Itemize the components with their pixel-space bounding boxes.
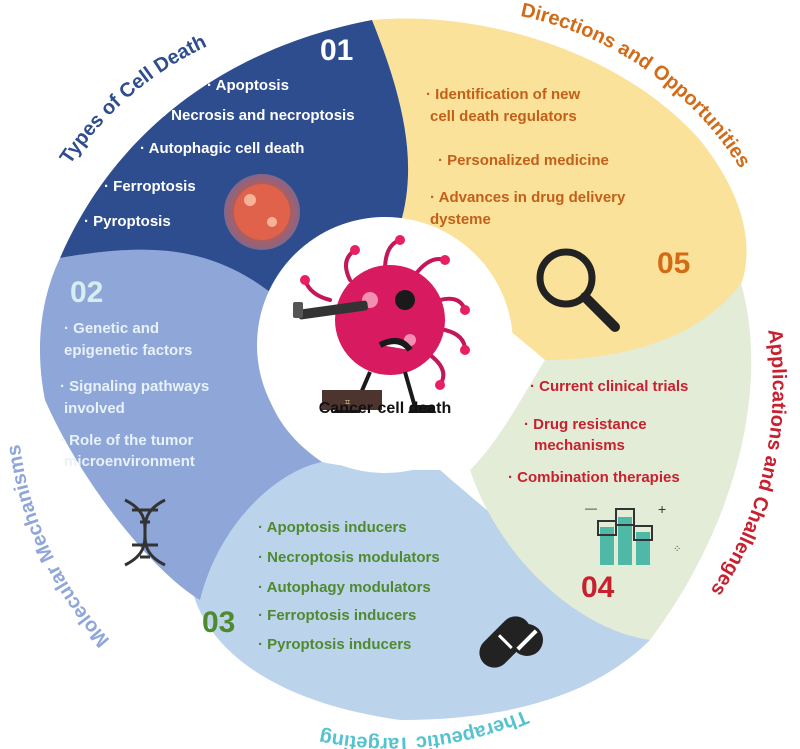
section-02-item: microenvironment [64,453,195,470]
section-01-item: · Apoptosis [207,77,289,94]
section-05-item: · Advances in drug delivery [430,189,626,206]
section-02-item: epigenetic factors [64,342,192,359]
section-01-item: · Ferroptosis [104,178,196,195]
section-03-item: · Necroptosis modulators [258,549,440,566]
hands-up-icon: — + ⁘ [585,501,681,565]
svg-text:⁘: ⁘ [673,544,681,555]
section-04-item: · Drug resistance [524,416,647,433]
section-01-item: · Autophagic cell death [140,140,304,157]
section-03-item: · Pyroptosis inducers [258,636,411,653]
section-01-item: · Necrosis and necroptosis [162,107,355,124]
section-02-item: · Genetic and [64,320,159,337]
section-02-item: · Role of the tumor [60,432,193,449]
section-05-item: dysteme [430,211,491,228]
segment-01-types-of-cell-death [60,20,409,300]
section-02-item: · Signaling pathways [60,378,209,395]
section-03-item: · Apoptosis inducers [258,519,407,536]
section-02-item: involved [64,400,125,417]
section-04-item: · Current clinical trials [530,378,688,395]
section-03-item: · Autophagy modulators [258,579,431,596]
section-03-number: 03 [202,606,235,639]
section-04-number: 04 [581,571,615,604]
svg-text:⌗: ⌗ [345,397,350,407]
segment-04-applications-challenges [470,280,752,640]
section-04-item: mechanisms [534,437,625,454]
section-03-item: · Ferroptosis inducers [258,607,416,624]
section-05-item: · Personalized medicine [438,152,609,169]
cancer-cell-cartoon-icon: ⌗ [293,235,470,413]
section-04-item: · Combination therapies [508,469,680,486]
section-01-number: 01 [320,34,353,67]
section-05-item: · Identification of new [426,86,580,103]
dna-helix-icon [124,498,166,567]
section-01-item: · Pyroptosis [84,213,171,230]
svg-text:—: — [585,501,597,515]
magnifier-icon [536,248,620,332]
pills-icon [479,616,543,668]
segment-05-directions-opportunities [372,18,747,360]
section-05-number: 05 [657,247,690,280]
section-05-item: cell death regulators [430,108,577,125]
virus-particle-icon [224,174,300,250]
svg-text:+: + [658,501,666,517]
center-label: Cancer cell death [319,400,452,417]
section-02-number: 02 [70,276,103,309]
segment-02-molecular-mechanisms [40,249,322,601]
